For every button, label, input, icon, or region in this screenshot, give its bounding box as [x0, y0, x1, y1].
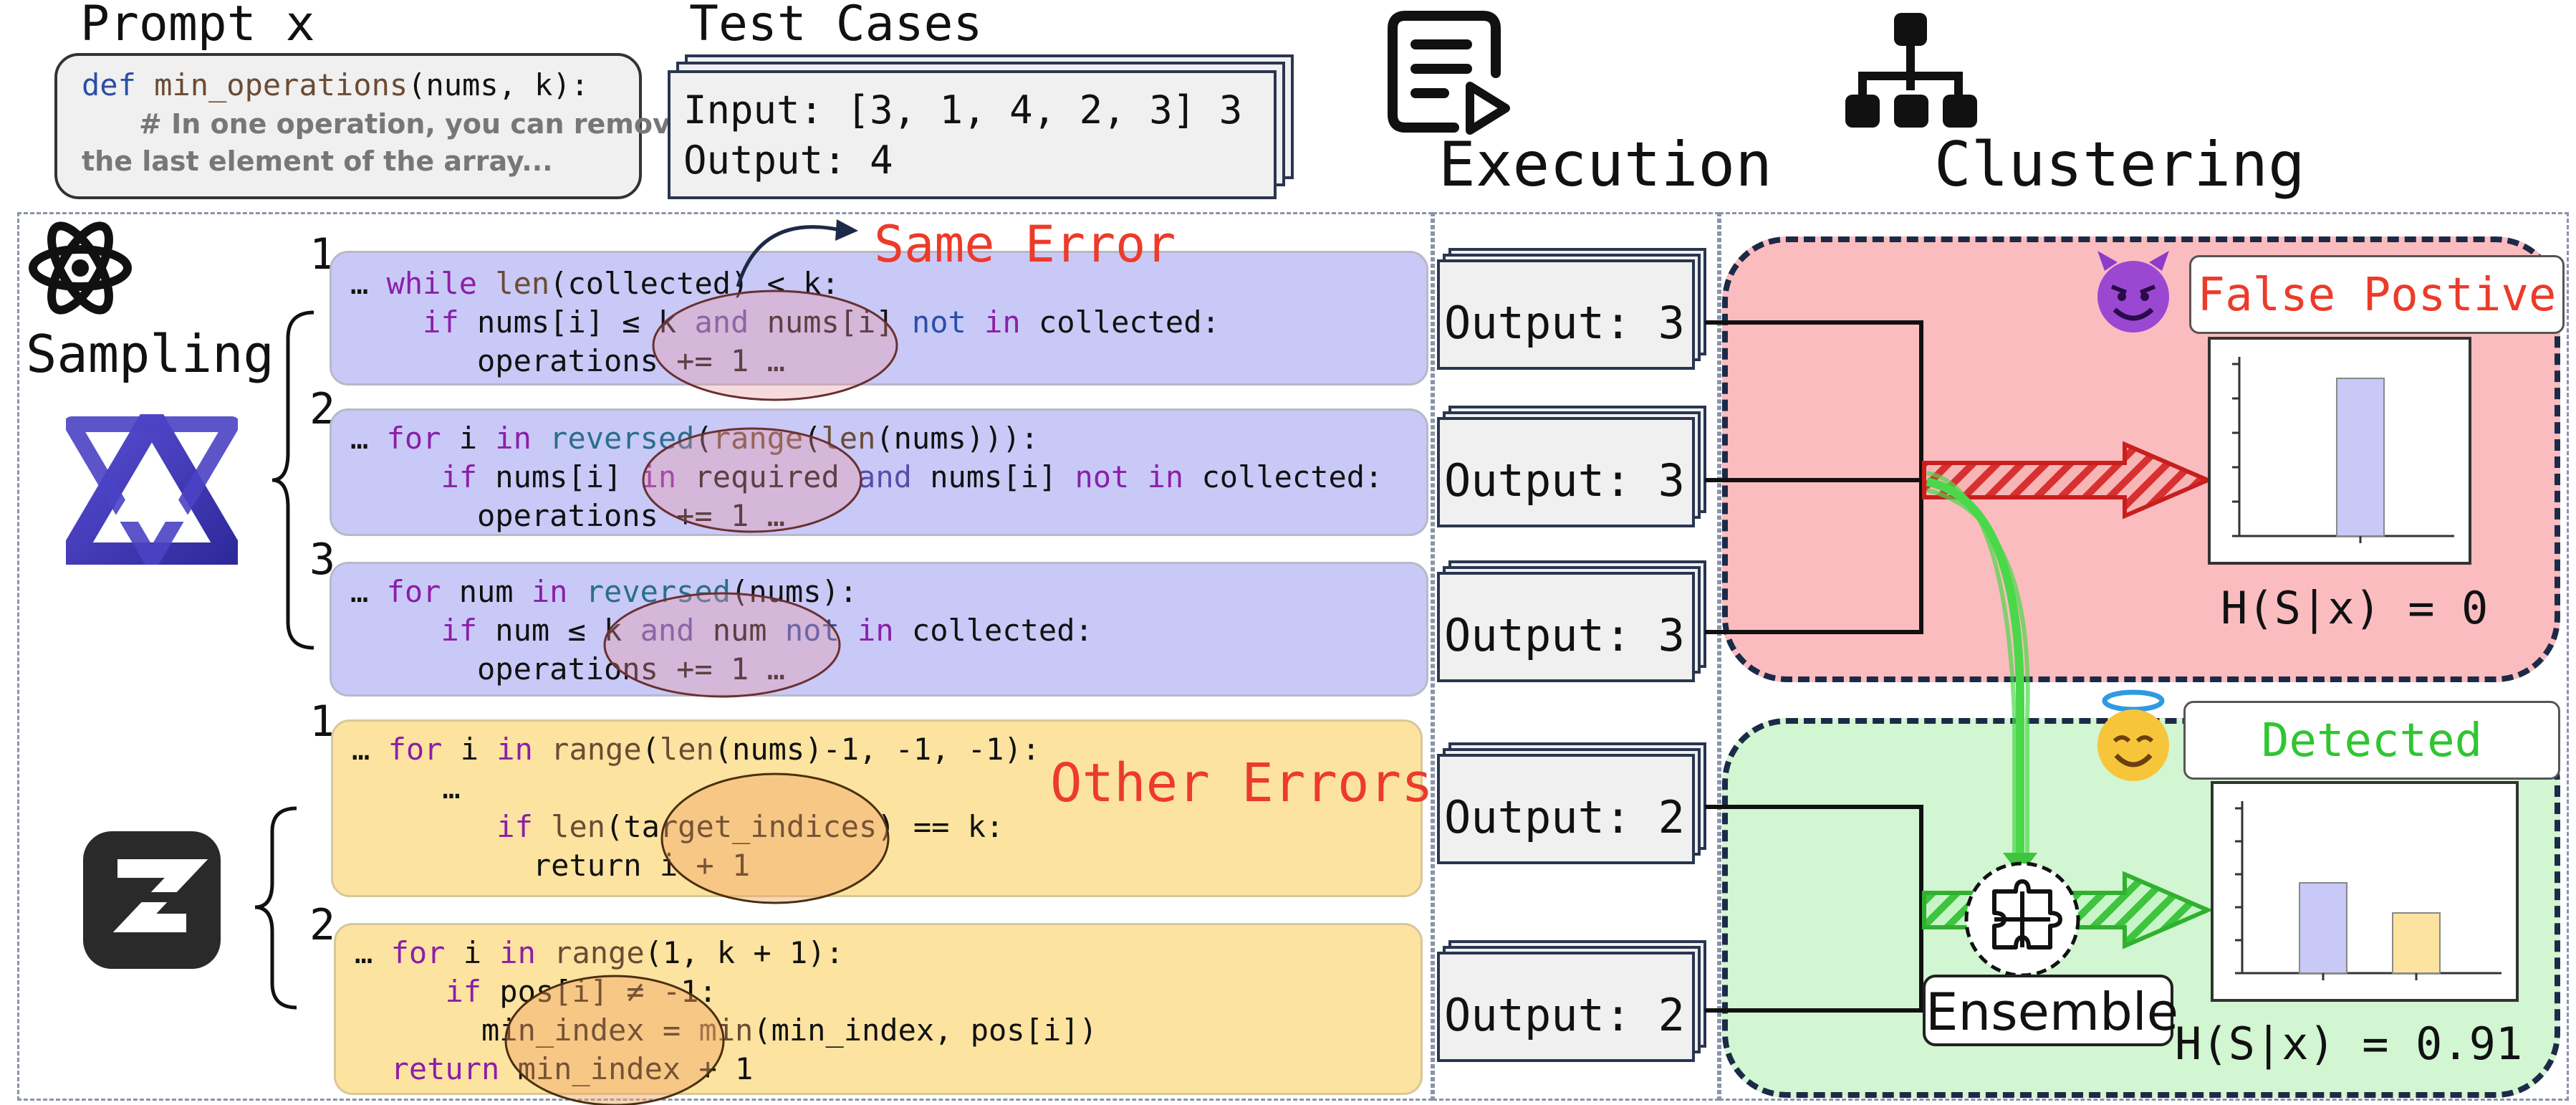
detected-histogram-plot: [2235, 801, 2501, 980]
prompt-line-3: the last element of the array...: [82, 145, 553, 177]
hierarchy-icon: [1845, 13, 1977, 128]
execution-panel: [1433, 212, 1719, 1101]
clustering-title: Clustering: [1934, 129, 2305, 201]
other-errors-label: Other Errors: [1050, 752, 1433, 814]
prompt-box: def min_operations(nums, k): # In one op…: [54, 53, 689, 199]
false-positive-histogram-plot: [2232, 357, 2454, 543]
ensemble-box: Ensemble: [1923, 975, 2178, 1046]
output-5-text: Output: 2: [1444, 989, 1685, 1041]
output-stack-5: Output: 2: [1437, 940, 1709, 1062]
output-4-text: Output: 2: [1444, 791, 1685, 843]
document-play-icon: [1388, 11, 1510, 135]
det-hist-axis: [2241, 801, 2501, 975]
test-cases-stack: Input: [3, 1, 4, 2, 3] 3 Output: 4: [668, 54, 1298, 202]
output-2-text: Output: 3: [1444, 454, 1685, 507]
prompt-line-1: def min_operations(nums, k):: [82, 67, 615, 102]
output-stack-4: Output: 2: [1437, 742, 1709, 864]
puzzle-icon: [1964, 861, 2080, 977]
angel-emoji-icon: [2097, 689, 2169, 781]
prompt-title: Prompt x: [80, 0, 315, 52]
clustering-panel: [1719, 212, 2569, 1101]
yellow-group-brace: [254, 806, 297, 1010]
prompt-line-2: # In one operation, you can remove: [139, 108, 689, 140]
def-keyword: def: [82, 67, 136, 102]
output-stack-2: Output: 3: [1437, 406, 1709, 527]
det-hist-bar: [2299, 882, 2347, 974]
fp-hist-bar: [2336, 378, 2385, 537]
same-error-label: Same Error: [874, 215, 1176, 274]
execution-title: Execution: [1438, 129, 1772, 201]
det-hist-bar: [2392, 912, 2441, 974]
false-positive-entropy: H(S|x) = 0: [2221, 582, 2489, 634]
blue-code-sample-2: … for i in reversed(range(len(nums))): i…: [330, 408, 1428, 536]
output-3-text: Output: 3: [1444, 609, 1685, 661]
yellow-sample-2-number: 2: [309, 900, 336, 950]
qwen-logo-icon: [66, 414, 238, 565]
detected-histogram: [2211, 781, 2519, 1002]
output-stack-1: Output: 3: [1437, 248, 1709, 370]
detected-label: Detected: [2183, 701, 2560, 780]
false-positive-label: False Postive: [2189, 255, 2565, 334]
blue-code-sample-3: … for num in reversed(nums): if num ≤ k …: [330, 562, 1428, 697]
detected-entropy: H(S|x) = 0.91: [2175, 1018, 2523, 1070]
test-input: Input: [3, 1, 4, 2, 3] 3: [683, 87, 1243, 133]
output-stack-3: Output: 3: [1437, 560, 1709, 682]
zhipu-logo-icon: [83, 831, 221, 969]
sampling-label: Sampling: [26, 324, 274, 384]
function-args: (nums, k):: [408, 67, 590, 102]
test-cases-title: Test Cases: [689, 0, 983, 52]
test-output: Output: 4: [683, 138, 893, 183]
devil-emoji-icon: [2097, 251, 2169, 333]
false-positive-histogram: [2208, 337, 2471, 565]
blue-group-brace: [271, 310, 314, 650]
function-name: min_operations: [154, 67, 408, 102]
output-1-text: Output: 3: [1444, 297, 1685, 349]
sampling-panel: [17, 212, 1433, 1101]
atom-icon: [29, 221, 132, 315]
